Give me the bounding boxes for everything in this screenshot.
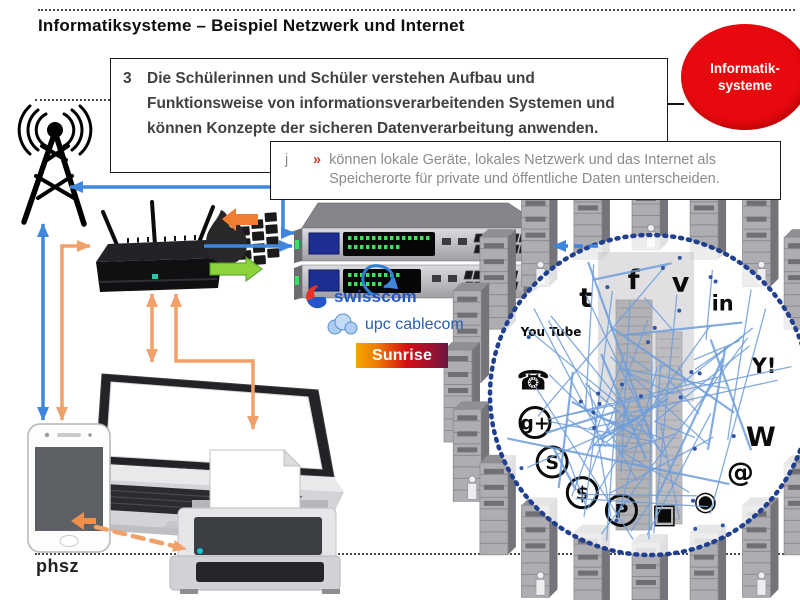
badge-connector-line — [666, 103, 684, 105]
svg-text:g+: g+ — [520, 412, 550, 434]
patch-cable-icon — [361, 264, 399, 298]
dotted-separator-left — [35, 99, 110, 101]
dotted-separator-footer — [35, 553, 795, 555]
swisscom-logo-text: swisscom — [334, 287, 417, 306]
upc-cloud-icon — [327, 313, 358, 335]
objective-letter: j — [285, 152, 289, 168]
objective-text: können lokale Geräte, lokales Netzwerk u… — [329, 152, 720, 187]
slide-title: Informatiksysteme – Beispiel Netzwerk un… — [38, 16, 465, 35]
connection-arrows — [37, 181, 598, 552]
upc-cablecom-logo-text: upc cablecom — [365, 316, 464, 333]
topic-badge-line2: systeme — [717, 78, 773, 93]
competency-text: Die Schülerinnen und Schüler verstehen A… — [147, 70, 615, 137]
printer-icon — [169, 448, 341, 594]
topic-badge-line1: Informatik- — [710, 61, 780, 76]
server-tower-icon — [479, 454, 516, 556]
antenna-tower-icon — [17, 104, 93, 227]
swisscom-logo-icon — [306, 285, 327, 309]
allowed-arrow-icon — [209, 256, 263, 282]
competency-number: 3 — [123, 70, 132, 87]
google-plus-icon: g+ — [518, 406, 552, 440]
upc-cablecom-logo: upc cablecom — [326, 313, 464, 337]
router-icon — [96, 200, 222, 292]
phone-icon: ☎ — [516, 365, 550, 396]
smartphone-icon — [27, 423, 111, 553]
svg-text:S: S — [545, 452, 559, 474]
svg-text:☎: ☎ — [516, 365, 550, 396]
network-mesh — [507, 255, 792, 541]
phone-screen-arrow-icon — [71, 512, 96, 530]
twitter-icon: t — [579, 283, 592, 314]
svg-text:t: t — [579, 283, 592, 314]
vimeo-icon: v — [672, 268, 690, 299]
dotted-separator-top — [38, 9, 795, 11]
objective-box: j » können lokale Geräte, lokales Netzwe… — [270, 141, 781, 200]
sunrise-logo-text: Sunrise — [371, 346, 433, 364]
swisscom-logo: swisscom — [303, 284, 417, 310]
phsz-logo: phsz — [36, 556, 80, 576]
svg-text:in: in — [712, 292, 734, 316]
svg-text:v: v — [672, 268, 690, 299]
linkedin-icon: in — [712, 292, 734, 316]
objective-bullet-icon: » — [313, 152, 322, 168]
svg-text:@: @ — [727, 458, 754, 489]
internet-circle-border — [487, 232, 800, 558]
at-sign-icon: @ — [727, 458, 754, 489]
topic-badge: Informatik- systeme — [681, 24, 800, 130]
sunrise-logo: Sunrise — [356, 343, 448, 368]
